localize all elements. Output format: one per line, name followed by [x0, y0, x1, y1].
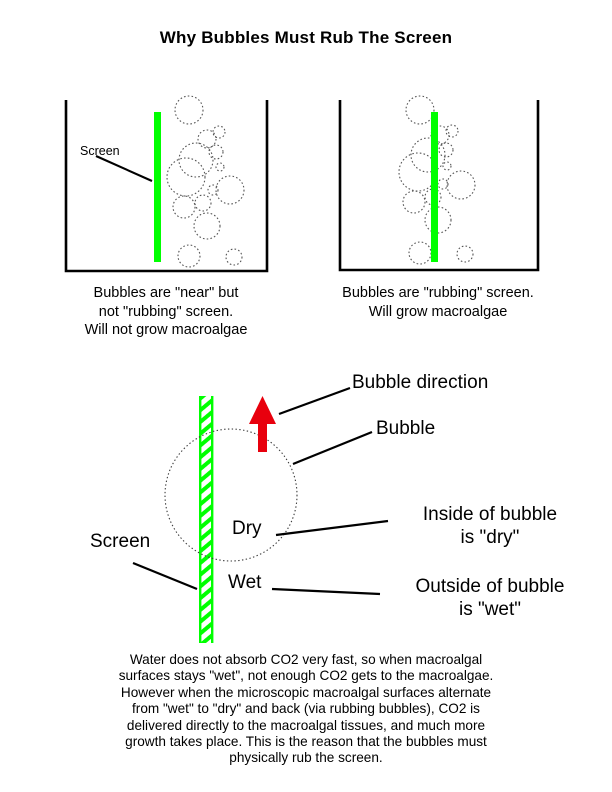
- detail-screen-hatch: [200, 396, 213, 643]
- detail-diagram: [132, 386, 389, 643]
- label-bubble-direction: Bubble direction: [352, 372, 489, 393]
- label-bubble: Bubble: [376, 418, 436, 439]
- tank-right-screen-bar: [431, 112, 438, 262]
- tank-left-screen-label: Screen: [80, 144, 120, 158]
- label-outside-of-bubble: Outside of bubble is "wet": [415, 576, 565, 620]
- caption-right: Bubbles are "rubbing" screen. Will grow …: [342, 285, 534, 320]
- label-dry: Dry: [232, 518, 262, 539]
- leader-outside-wet: [271, 587, 381, 596]
- tank-left-bubbles: [166, 95, 245, 268]
- page-title: Why Bubbles Must Rub The Screen: [159, 28, 453, 47]
- tank-right-bubbles: [398, 95, 476, 265]
- tank-left: [64, 95, 269, 273]
- detail-bubble-circle: [164, 428, 298, 562]
- tank-right-walls: [338, 100, 540, 272]
- detail-screen-left-edge: [199, 396, 202, 643]
- detail-screen-right-edge: [211, 396, 214, 643]
- bubble-direction-arrow-icon: [249, 396, 276, 452]
- label-wet: Wet: [228, 572, 262, 593]
- leader-screen-detail: [132, 561, 198, 591]
- leader-inside-dry: [275, 519, 389, 537]
- tank-right: [338, 95, 540, 272]
- tank-left-walls: [64, 100, 269, 273]
- caption-left: Bubbles are "near" but not "rubbing" scr…: [84, 285, 248, 338]
- detail-screen-label: Screen: [90, 531, 151, 552]
- tank-left-screen-bar: [154, 112, 161, 262]
- label-inside-of-bubble: Inside of bubble is "dry": [422, 504, 558, 548]
- leader-bubble-direction: [278, 386, 351, 416]
- explanatory-paragraph: Water does not absorb CO2 very fast, so …: [118, 652, 494, 766]
- leader-bubble: [292, 430, 373, 466]
